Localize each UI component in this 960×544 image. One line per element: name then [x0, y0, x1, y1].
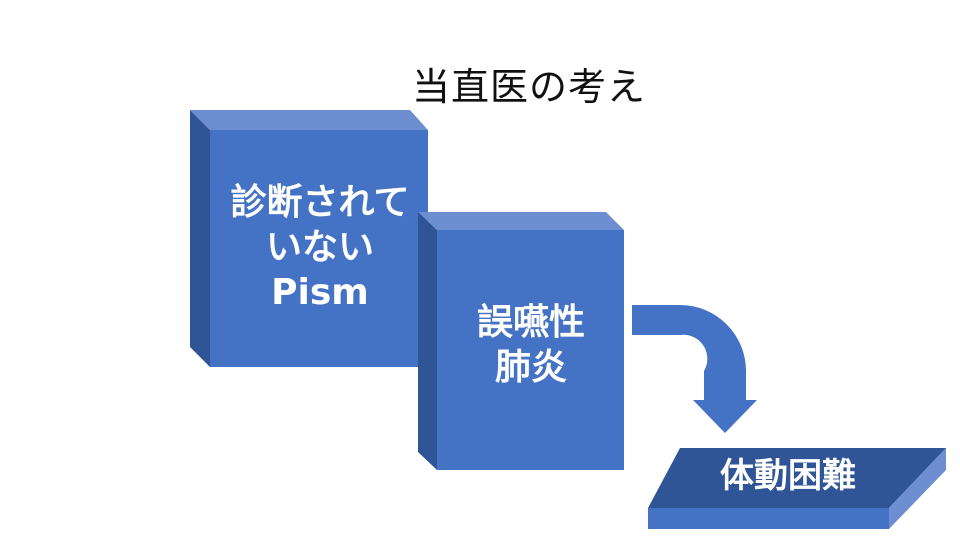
- cube-undiagnosed-pism: [190, 110, 428, 367]
- cube-2-front: [437, 230, 624, 470]
- diagram-title: 当直医の考え: [412, 65, 647, 109]
- slab-top: [648, 448, 946, 508]
- cube-1-front: [210, 130, 428, 367]
- cube-1-top: [190, 110, 428, 130]
- cube-1-label-line: Pism: [271, 272, 369, 313]
- cube-aspiration-pneumonia: [418, 212, 624, 470]
- cube-2-top: [418, 212, 624, 230]
- cube-1-label-line: 診断されて: [230, 182, 410, 223]
- cube-2-side: [418, 212, 437, 470]
- cube-2-label-line: 誤嚥性: [476, 302, 585, 343]
- cube-1-side: [190, 110, 210, 367]
- cube-1-label-line: いない: [265, 227, 374, 268]
- slab-label: 体動困難: [720, 456, 856, 496]
- slab-side: [889, 448, 946, 529]
- cube-2-label-line: 肺炎: [494, 347, 567, 388]
- cube-1-label: 診断されて いない Pism: [212, 180, 428, 315]
- slab-front: [648, 508, 889, 529]
- bent-arrow-shape: [632, 305, 757, 433]
- bent-arrow: [632, 305, 757, 433]
- slab-difficulty-moving: [648, 448, 946, 529]
- cube-2-label: 誤嚥性 肺炎: [438, 300, 624, 390]
